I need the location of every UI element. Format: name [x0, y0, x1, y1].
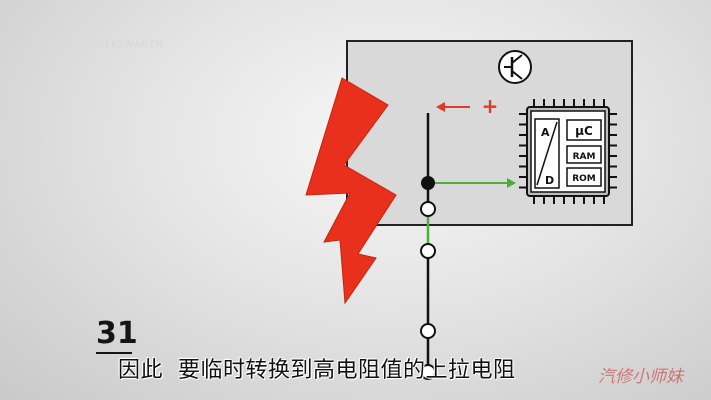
- connector-pin-4: [420, 364, 436, 380]
- brand-watermark: VOLKSWAGEN: [90, 40, 164, 50]
- adc-label-d: D: [545, 174, 554, 187]
- green-arrow-head: [507, 178, 516, 188]
- cpu-label: µC: [575, 124, 593, 138]
- subtitle-caption: 因此 要临时转换到高电阻值的上拉电阻: [118, 358, 516, 383]
- adc-label-a: A: [541, 126, 550, 139]
- transistor-icon: [498, 50, 532, 84]
- connector-pin-2: [420, 243, 436, 259]
- connector-pin-1: [420, 201, 436, 217]
- rom-block: [566, 167, 602, 187]
- cpu-block: [566, 119, 602, 141]
- junction-node: [421, 176, 435, 190]
- current-direction-arrow: [436, 102, 470, 112]
- microcontroller-chip: A D µC RAM ROM: [519, 99, 617, 204]
- slide-number: 31: [96, 316, 138, 351]
- ram-label: RAM: [573, 152, 596, 162]
- rom-label: ROM: [572, 174, 596, 184]
- plus-sign: +: [482, 94, 499, 118]
- connector-pin-3: [420, 323, 436, 339]
- lightning-bolt-icon: [305, 77, 397, 305]
- slide-number-underline: [96, 352, 132, 354]
- ram-block: [566, 145, 602, 164]
- channel-watermark: 汽修小师妹: [598, 367, 683, 387]
